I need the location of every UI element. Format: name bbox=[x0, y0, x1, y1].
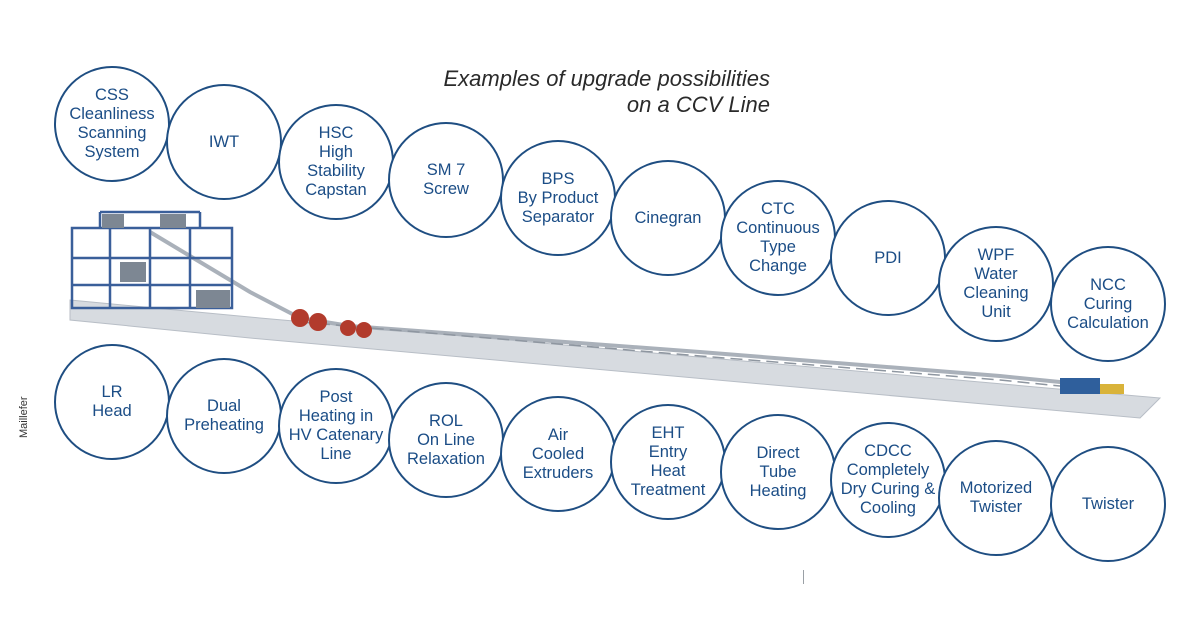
bubble-sm7: SM 7 Screw bbox=[388, 122, 504, 238]
cable-reels bbox=[291, 309, 372, 338]
bubble-direct-tube: Direct Tube Heating bbox=[720, 414, 836, 530]
bubble-pdi: PDI bbox=[830, 200, 946, 316]
extrusion-tower bbox=[70, 210, 234, 310]
title-line-2: on a CCV Line bbox=[626, 92, 770, 117]
diagram-title: Examples of upgrade possibilities on a C… bbox=[330, 66, 770, 118]
bubble-rol: ROL On Line Relaxation bbox=[388, 382, 504, 498]
title-line-1: Examples of upgrade possibilities bbox=[443, 66, 770, 91]
line-end-equipment bbox=[1060, 378, 1124, 394]
bubble-bps: BPS By Product Separator bbox=[500, 140, 616, 256]
bubble-ncc: NCC Curing Calculation bbox=[1050, 246, 1166, 362]
bubble-ctc: CTC Continuous Type Change bbox=[720, 180, 836, 296]
bubble-post-heating: Post Heating in HV Catenary Line bbox=[278, 368, 394, 484]
bubble-lr-head: LR Head bbox=[54, 344, 170, 460]
bubble-iwt: IWT bbox=[166, 84, 282, 200]
bubble-css: CSS Cleanliness Scanning System bbox=[54, 66, 170, 182]
bubble-eht: EHT Entry Heat Treatment bbox=[610, 404, 726, 520]
brand-label: Maillefer bbox=[18, 396, 30, 438]
bubble-cdcc: CDCC Completely Dry Curing & Cooling bbox=[830, 422, 946, 538]
tower-machinery bbox=[102, 214, 230, 308]
bubble-hsc: HSC High Stability Capstan bbox=[278, 104, 394, 220]
bubble-wpf: WPF Water Cleaning Unit bbox=[938, 226, 1054, 342]
bubble-air-cooled: Air Cooled Extruders bbox=[500, 396, 616, 512]
bubble-twister: Twister bbox=[1050, 446, 1166, 562]
divider-tick bbox=[803, 570, 804, 584]
bubble-motorized-twister: Motorized Twister bbox=[938, 440, 1054, 556]
bubble-dual-preheating: Dual Preheating bbox=[166, 358, 282, 474]
bubble-cinegran: Cinegran bbox=[610, 160, 726, 276]
